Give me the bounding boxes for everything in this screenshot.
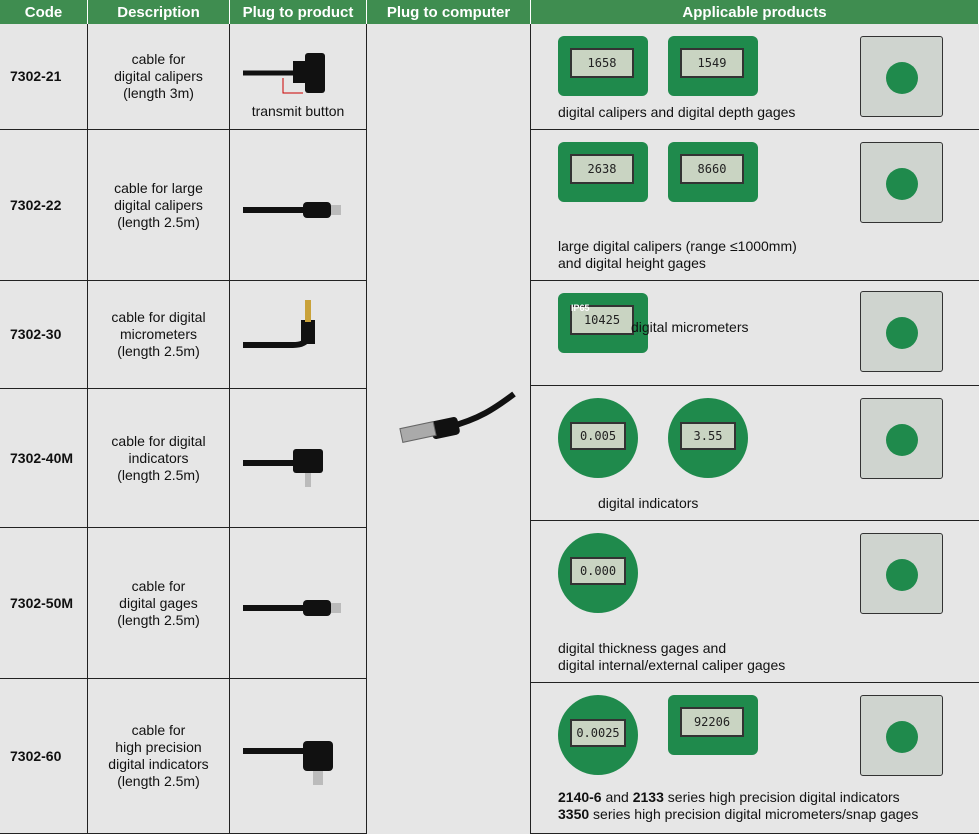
row-description: cable for high precision digital indicat… xyxy=(88,679,230,834)
applicable-caption: digital thickness gages and digital inte… xyxy=(558,640,786,673)
product-image: 2638 xyxy=(558,142,648,202)
row-code: 7302-21 xyxy=(0,24,88,130)
lcd-reading: 92206 xyxy=(680,707,744,737)
product-image: 1658 xyxy=(558,36,648,96)
product-image: 1549 xyxy=(668,36,758,96)
usage-photo xyxy=(860,36,943,117)
product-image: 0.0025 xyxy=(558,695,638,775)
applicable-products-cell: 0.0025 92206 2140-6 and 2133 series high… xyxy=(531,683,979,834)
row-code: 7302-50M xyxy=(0,528,88,679)
lcd-reading: 0.005 xyxy=(570,422,626,450)
row-plug-product xyxy=(230,679,367,834)
lcd-reading: 2638 xyxy=(570,154,634,184)
row-description: cable for large digital calipers (length… xyxy=(88,130,230,281)
applicable-caption: digital indicators xyxy=(598,495,699,511)
lcd-reading: 1658 xyxy=(570,48,634,78)
header-plug-product: Plug to product xyxy=(230,0,367,24)
lcd-reading: 0.000 xyxy=(570,557,626,585)
usage-photo xyxy=(860,695,943,776)
plug-to-computer-cell xyxy=(367,24,531,834)
header-applicable: Applicable products xyxy=(531,0,979,24)
usage-photo xyxy=(860,142,943,223)
row-plug-product xyxy=(230,528,367,679)
applicable-products-cell: 0.005 3.55 digital indicators xyxy=(531,386,979,521)
row-plug-product xyxy=(230,130,367,281)
row-description: cable for digital gages (length 2.5m) xyxy=(88,528,230,679)
product-image: 8660 xyxy=(668,142,758,202)
row-code: 7302-60 xyxy=(0,679,88,834)
cable-plug-icon xyxy=(243,600,341,616)
cable-plug-icon xyxy=(243,299,315,348)
product-image: 10425 xyxy=(558,293,648,353)
product-image: 92206 xyxy=(668,695,758,755)
cable-plug-icon xyxy=(243,202,341,218)
applicable-caption: 2140-6 and 2133 series high precision di… xyxy=(558,789,919,822)
row-description: cable for digital micrometers (length 2.… xyxy=(88,281,230,389)
usage-photo xyxy=(860,533,943,614)
ip65-badge: IP65 xyxy=(571,303,590,313)
applicable-caption: large digital calipers (range ≤1000mm) a… xyxy=(558,238,797,271)
lcd-reading: 8660 xyxy=(680,154,744,184)
applicable-products-cell: 2638 8660 large digital calipers (range … xyxy=(531,130,979,281)
product-image: 0.005 xyxy=(558,398,638,478)
cable-plug-icon xyxy=(243,449,323,487)
row-plug-product xyxy=(230,281,367,389)
usb-plug-icon xyxy=(398,391,516,443)
applicable-caption: digital calipers and digital depth gages xyxy=(558,104,796,120)
cable-plug-icon xyxy=(243,741,333,785)
applicable-products-cell: 0.000 digital thickness gages and digita… xyxy=(531,521,979,683)
product-image: 0.000 xyxy=(558,533,638,613)
row-description: cable for digital indicators (length 2.5… xyxy=(88,389,230,528)
usage-photo xyxy=(860,398,943,479)
cable-plug-icon xyxy=(243,53,325,94)
row-description: cable for digital calipers (length 3m) xyxy=(88,24,230,130)
applicable-caption: digital micrometers xyxy=(631,319,749,335)
header-code: Code xyxy=(0,0,88,24)
row-code: 7302-40M xyxy=(0,389,88,528)
plug-note: transmit button xyxy=(251,103,345,119)
product-image: 3.55 xyxy=(668,398,748,478)
header-description: Description xyxy=(88,0,230,24)
lcd-reading: 10425 xyxy=(570,305,634,335)
lcd-reading: 0.0025 xyxy=(570,719,626,747)
row-plug-product xyxy=(230,389,367,528)
applicable-products-cell: 1658 1549 digital calipers and digital d… xyxy=(531,24,979,130)
lcd-reading: 1549 xyxy=(680,48,744,78)
lcd-reading: 3.55 xyxy=(680,422,736,450)
header-plug-computer: Plug to computer xyxy=(367,0,531,24)
usage-photo xyxy=(860,291,943,372)
row-code: 7302-30 xyxy=(0,281,88,389)
row-plug-product: transmit button xyxy=(230,24,367,130)
row-code: 7302-22 xyxy=(0,130,88,281)
